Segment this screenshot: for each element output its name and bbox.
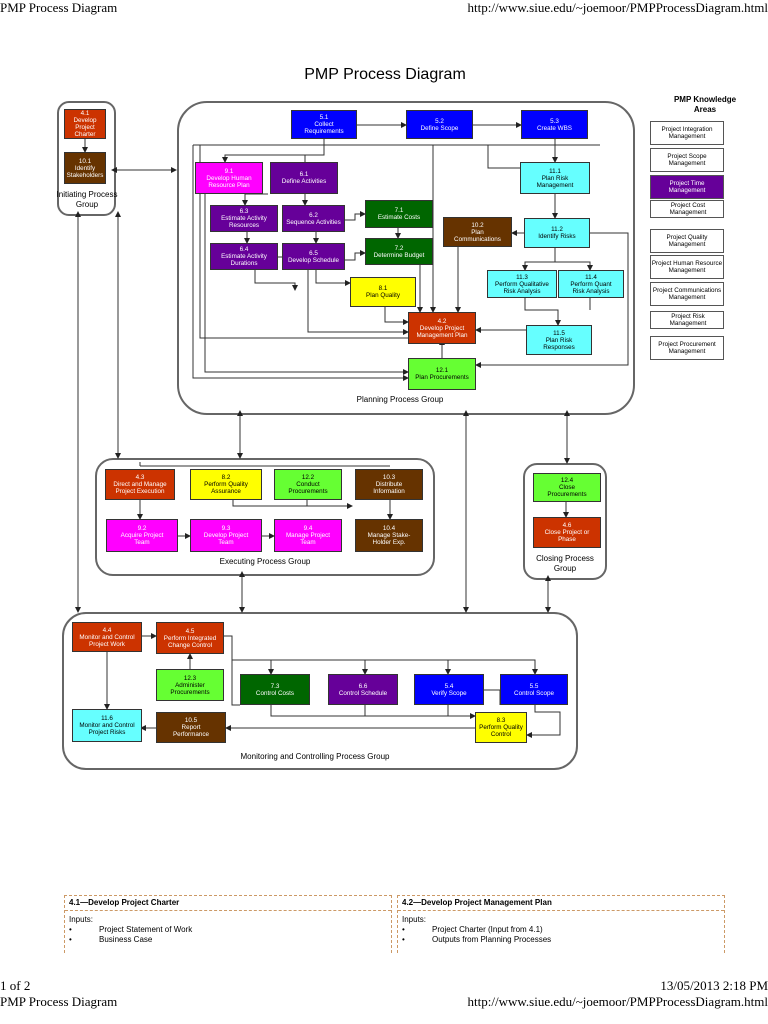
diagram-title: PMP Process Diagram <box>304 66 466 83</box>
process-6-3-estimate-activity-resources: 6.3 Estimate Activity Resources <box>210 205 278 232</box>
process-8-2-perform-quality-assurance: 8.2 Perform Quality Assurance <box>190 469 262 500</box>
bullet: • <box>402 925 405 934</box>
closing-group-label: Closing Process Group <box>536 554 594 573</box>
planning-group-label: Planning Process Group <box>356 395 444 404</box>
process-4-5-perform-integrated-change-control: 4.5 Perform Integrated Change Control <box>156 622 224 654</box>
process-9-1-develop-human-resource-plan: 9.1 Develop Human Resource Plan <box>195 162 263 194</box>
process-10-5-report-performance: 10.5 Report Performance <box>156 712 226 743</box>
process-4-4-monitor-and-control-project-work: 4.4 Monitor and Control Project Work <box>72 622 142 652</box>
executing-group-frame <box>95 458 435 576</box>
process-5-3-create-wbs: 5.3 Create WBS <box>521 110 588 139</box>
process-10-2-plan-communications: 10.2 Plan Communications <box>443 217 512 247</box>
legend-item-time: Project Time Management <box>650 175 724 199</box>
process-7-2-determine-budget: 7.2 Determine Budget <box>365 238 433 265</box>
bullet: • <box>69 935 72 944</box>
process-11-2-identify-risks: 11.2 Identify Risks <box>524 218 590 248</box>
initiating-group-label: Initiating Process Group <box>56 190 118 209</box>
process-5-2-define-scope: 5.2 Define Scope <box>406 110 473 139</box>
detail-inputs-label: Inputs: <box>402 915 427 924</box>
process-11-3-perform-qualitative-risk-analysis: 11.3 Perform Qualitative Risk Analysis <box>487 270 557 298</box>
detail-table-4-1: 4.1—Develop Project Charter Inputs: •Pro… <box>64 895 392 953</box>
page-footer-page-number: 1 of 2 <box>0 978 31 993</box>
process-6-2-sequence-activities: 6.2 Sequence Activities <box>282 205 345 232</box>
process-12-3-administer-procurements: 12.3 Administer Procurements <box>156 669 224 701</box>
process-4-6-close-project-or-phase: 4.6 Close Project or Phase <box>533 517 601 548</box>
page-header-title: PMP Process Diagram <box>0 0 118 15</box>
process-10-1-identify-stakeholders: 10.1 Identify Stakeholders <box>64 152 106 184</box>
process-7-3-control-costs: 7.3 Control Costs <box>240 674 310 705</box>
detail-title-4-1: 4.1—Develop Project Charter <box>65 896 391 911</box>
process-12-2-conduct-procurements: 12.2 Conduct Procurements <box>274 469 342 500</box>
process-11-6-monitor-and-control-project-risks: 11.6 Monitor and Control Project Risks <box>72 709 142 742</box>
process-4-2-develop-project-management-plan: 4.2 Develop Project Management Plan <box>408 312 476 344</box>
process-9-4-manage-project-team: 9.4 Manage Project Team <box>274 519 342 552</box>
process-9-3-develop-project-team: 9.3 Develop Project Team <box>190 519 262 552</box>
detail-title-4-2: 4.2—Develop Project Management Plan <box>398 896 724 911</box>
process-12-1-plan-procurements: 12.1 Plan Procurements <box>408 358 476 390</box>
page-footer-title: PMP Process Diagram <box>0 994 118 1009</box>
monitoring-group-label: Monitoring and Controlling Process Group <box>240 752 390 761</box>
legend-item-cost: Project Cost Management <box>650 200 724 218</box>
initiating-group-frame <box>57 101 116 216</box>
process-6-5-develop-schedule: 6.5 Develop Schedule <box>282 243 345 270</box>
process-6-4-estimate-activity-durations: 6.4 Estimate Activity Durations <box>210 243 278 270</box>
process-10-4-manage-stakeholder-expectations: 10.4 Manage Stake- Holder Exp. <box>355 519 423 552</box>
legend-item-scope: Project Scope Management <box>650 148 724 172</box>
process-11-4-perform-quant-risk-analysis: 11.4 Perform Quant Risk Analysis <box>558 270 624 298</box>
detail-input-item: •Project Charter (Input from 4.1) <box>402 925 543 934</box>
process-12-4-close-procurements: 12.4 Close Procurements <box>533 473 601 502</box>
page-footer-datetime: 13/05/2013 2:18 PM <box>660 978 768 993</box>
monitoring-group-frame <box>62 612 578 770</box>
process-6-1-define-activities: 6.1 Define Activities <box>270 162 338 194</box>
process-5-4-verify-scope: 5.4 Verify Scope <box>414 674 484 705</box>
detail-input-item: •Business Case <box>69 935 153 944</box>
detail-input-item: •Project Statement of Work <box>69 925 193 934</box>
process-7-1-estimate-costs: 7.1 Estimate Costs <box>365 200 433 228</box>
process-6-6-control-schedule: 6.6 Control Schedule <box>328 674 398 705</box>
process-5-1-collect-requirements: 5.1 Collect Requirements <box>291 110 357 139</box>
legend-item-procurement: Project Procurement Management <box>650 336 724 360</box>
process-11-1-plan-risk-management: 11.1 Plan Risk Management <box>520 162 590 194</box>
process-10-3-distribute-information: 10.3 Distribute Information <box>355 469 423 500</box>
legend-title: PMP Knowledge Areas <box>673 95 737 114</box>
process-4-3-direct-and-manage-project-execution: 4.3 Direct and Manage Project Execution <box>105 469 175 500</box>
process-5-5-control-scope: 5.5 Control Scope <box>500 674 568 705</box>
bullet: • <box>402 935 405 944</box>
planning-group-frame <box>177 101 635 415</box>
executing-group-label: Executing Process Group <box>219 557 311 566</box>
page-header-url: http://www.siue.edu/~joemoor/PMPProcessD… <box>467 0 768 15</box>
process-9-2-acquire-project-team: 9.2 Acquire Project Team <box>106 519 178 552</box>
detail-input-item: •Outputs from Planning Processes <box>402 935 552 944</box>
process-11-5-plan-risk-responses: 11.5 Plan Risk Responses <box>526 325 592 355</box>
process-8-1-plan-quality: 8.1 Plan Quality <box>350 277 416 307</box>
legend-item-human-resource: Project Human Resource Management <box>650 255 724 279</box>
legend-item-risk: Project Risk Management <box>650 311 724 329</box>
closing-group-frame <box>523 463 607 580</box>
detail-inputs-label: Inputs: <box>69 915 94 924</box>
bullet: • <box>69 925 72 934</box>
detail-table-4-2: 4.2—Develop Project Management Plan Inpu… <box>397 895 725 953</box>
legend-item-quality: Project Quality Management <box>650 229 724 253</box>
process-8-3-perform-quality-control: 8.3 Perform Quality Control <box>475 712 527 743</box>
process-4-1-develop-project-charter: 4.1 Develop Project Charter <box>64 109 106 139</box>
legend-item-integration: Project Integration Management <box>650 121 724 145</box>
page-footer-url: http://www.siue.edu/~joemoor/PMPProcessD… <box>467 994 768 1009</box>
legend-item-communications: Project Communications Management <box>650 282 724 306</box>
